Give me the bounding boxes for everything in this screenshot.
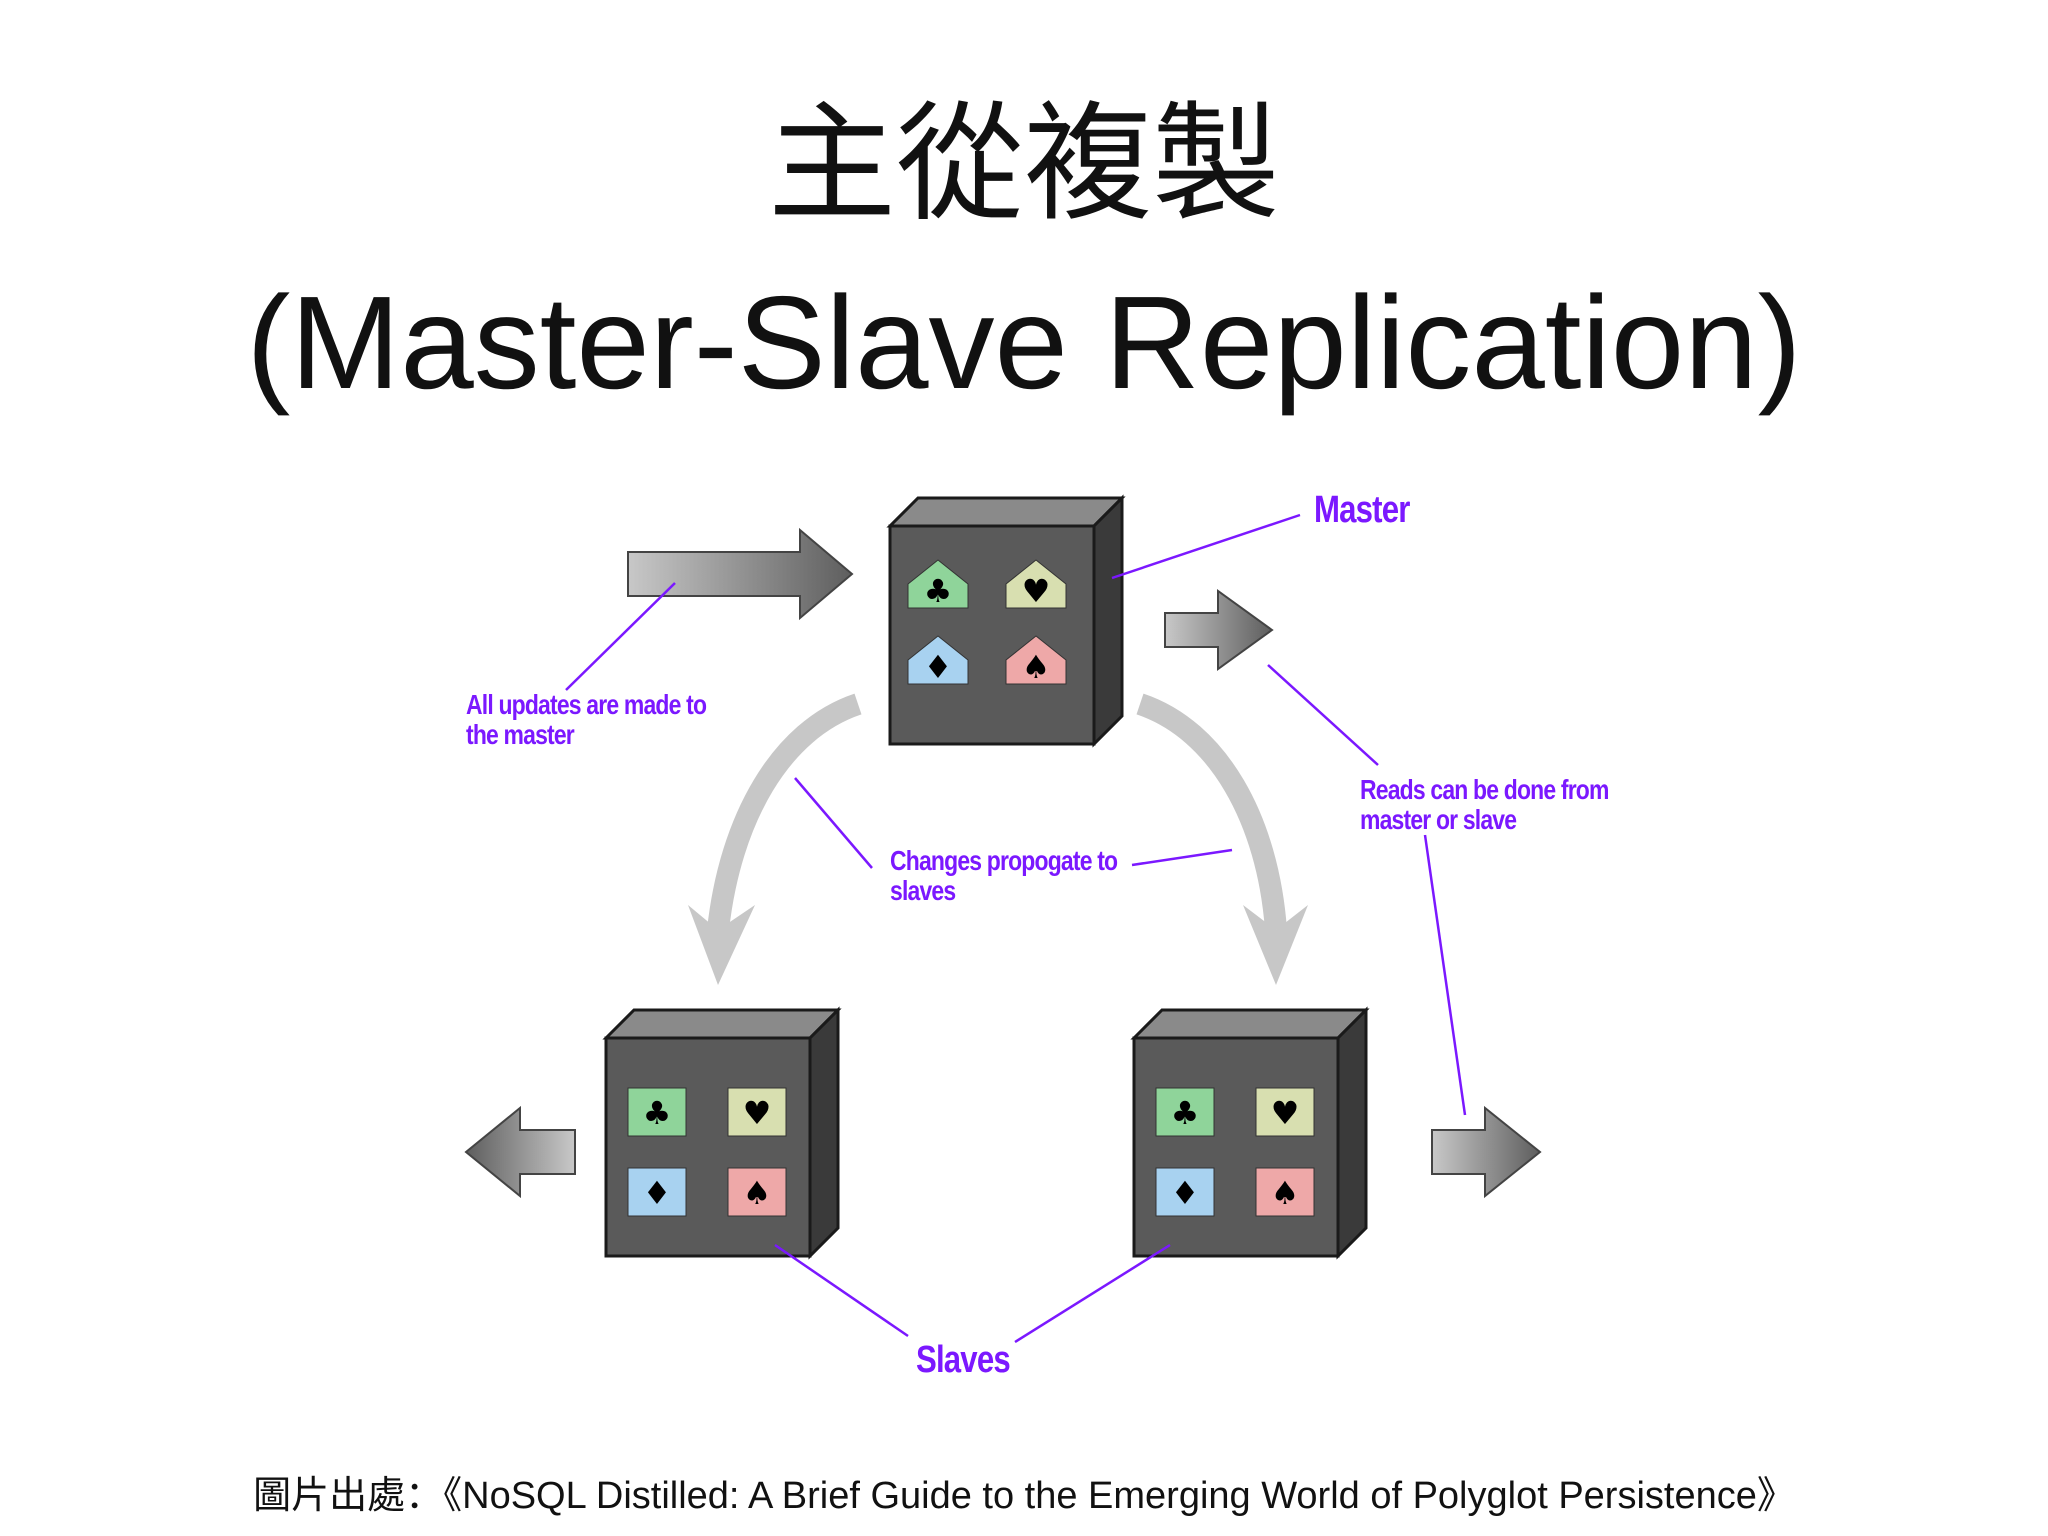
right-slave-read-arrow <box>1431 1105 1542 1199</box>
master-spade-glyph: ♠ <box>1022 648 1051 686</box>
master-label: Master <box>1314 489 1410 531</box>
update-input-arrow <box>627 527 854 621</box>
master-read-arrow <box>1164 589 1274 671</box>
left-slave-server: ♣ ♥ ♦ ♠ <box>604 1008 840 1258</box>
left-slave-read-arrow <box>464 1105 576 1199</box>
slide-title-english: (Master-Slave Replication) <box>246 269 1802 416</box>
propagate-right-arrow <box>1136 693 1287 931</box>
changes-leader-line-left <box>794 777 873 869</box>
slide-title-chinese: 主從複製 <box>767 90 1280 239</box>
slaves-leader-line-right <box>1014 1243 1171 1344</box>
master-club-glyph: ♣ <box>924 572 953 610</box>
master-suit-heart <box>1005 559 1067 609</box>
updates-leader-line <box>565 582 676 691</box>
reads-leader-line-bottom <box>1423 834 1467 1116</box>
master-server: ♣ ♥ ♦ ♠ <box>888 496 1124 746</box>
slaves-leader-line-left <box>774 1243 909 1338</box>
changes-label: Changes propogate to slaves <box>890 845 1118 906</box>
image-source-caption: 圖片出處：《NoSQL Distilled: A Brief Guide to … <box>253 1475 1795 1517</box>
master-suit-spade <box>1005 635 1067 685</box>
left-slave-diamond-glyph: ♦ <box>643 1174 672 1212</box>
propagate-left-arrow <box>707 693 862 932</box>
right-slave-server: ♣ ♥ ♦ ♠ <box>1132 1008 1368 1258</box>
left-slave-spade-glyph: ♠ <box>743 1174 772 1212</box>
left-slave-heart-glyph: ♥ <box>743 1094 772 1132</box>
master-diamond-glyph: ♦ <box>924 648 953 686</box>
updates-label: All updates are made to the master <box>466 689 707 750</box>
right-slave-club-glyph: ♣ <box>1171 1094 1200 1132</box>
right-slave-diamond-glyph: ♦ <box>1171 1174 1200 1212</box>
reads-label: Reads can be done from master or slave <box>1360 774 1609 835</box>
right-slave-spade-glyph: ♠ <box>1271 1174 1300 1212</box>
slaves-label: Slaves <box>916 1339 1011 1381</box>
master-leader-line <box>1111 513 1301 580</box>
master-suit-club <box>907 559 969 609</box>
right-slave-heart-glyph: ♥ <box>1271 1094 1300 1132</box>
changes-leader-line-right <box>1131 848 1233 867</box>
reads-leader-line-top <box>1267 664 1379 766</box>
left-slave-club-glyph: ♣ <box>643 1094 672 1132</box>
master-heart-glyph: ♥ <box>1022 572 1051 610</box>
master-suit-diamond <box>907 635 969 685</box>
